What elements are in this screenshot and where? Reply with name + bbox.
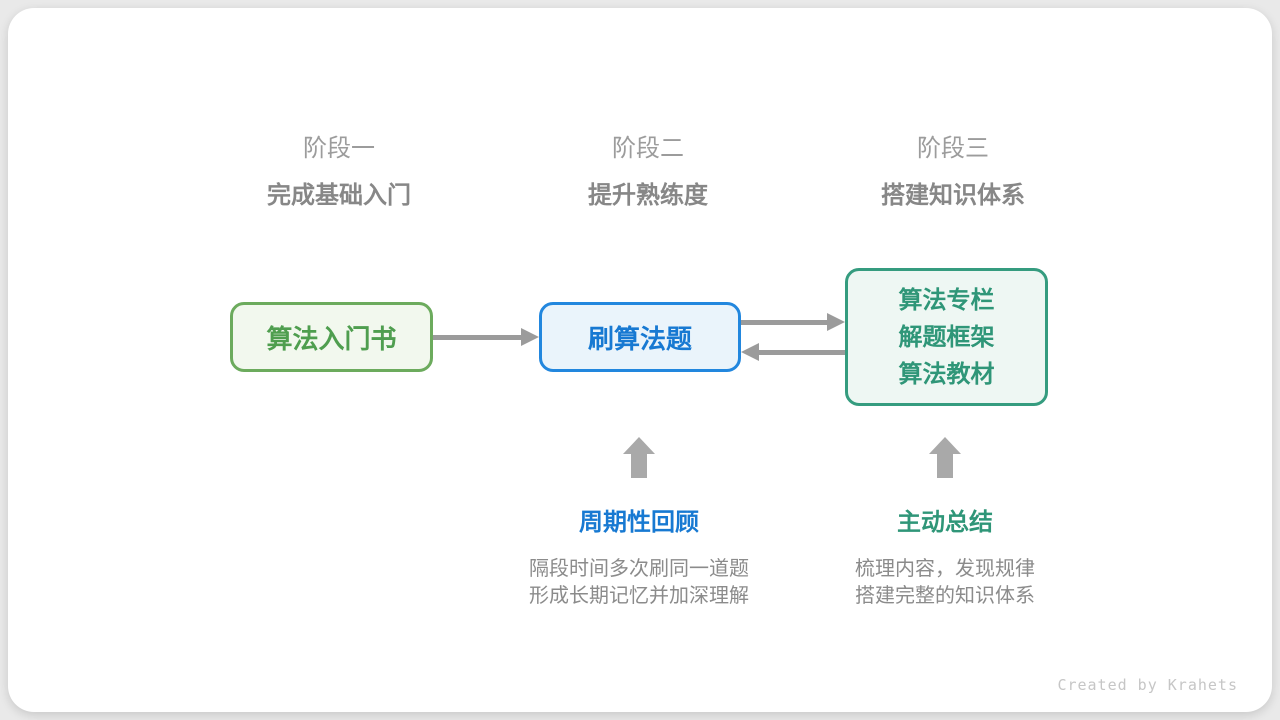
arrow-book-to-practice xyxy=(433,328,539,346)
node-resources-line3: 算法教材 xyxy=(898,360,995,388)
stage3-label: 阶段三 xyxy=(917,135,989,162)
annotation-summary-desc-line2: 搭建完整的知识体系 xyxy=(855,585,1035,607)
annotation-summary-desc: 梳理内容，发现规律 搭建完整的知识体系 xyxy=(775,556,1115,610)
node-resources: 算法专栏 解题框架 算法教材 xyxy=(845,268,1048,406)
annotation-summary-desc-line1: 梳理内容，发现规律 xyxy=(855,558,1035,580)
arrow-head-right-icon xyxy=(521,328,539,346)
arrow-practice-to-resources xyxy=(741,313,845,331)
stage2-label: 阶段二 xyxy=(612,135,684,162)
arrow-resources-to-practice xyxy=(741,343,845,361)
stage3-title: 搭建知识体系 xyxy=(881,182,1025,209)
diagram-card: 阶段一 完成基础入门 阶段二 提升熟练度 阶段三 搭建知识体系 算法入门书 刷算… xyxy=(8,8,1272,712)
arrow-shaft xyxy=(741,319,827,325)
credit-text: Created by Krahets xyxy=(1057,676,1238,694)
node-practice-label: 刷算法题 xyxy=(587,323,692,354)
annotation-summary-title: 主动总结 xyxy=(897,509,993,536)
arrow-shaft xyxy=(433,334,521,340)
annotation-review-title: 周期性回顾 xyxy=(579,509,699,536)
arrow-head-right-icon xyxy=(827,313,845,331)
stage2-title: 提升熟练度 xyxy=(588,182,708,209)
up-arrow-review-icon xyxy=(623,437,655,478)
arrow-head-left-icon xyxy=(741,343,759,361)
stage1-label: 阶段一 xyxy=(303,135,375,162)
node-intro-book: 算法入门书 xyxy=(230,302,433,372)
annotation-review-desc-line1: 隔段时间多次刷同一道题 xyxy=(529,558,749,580)
annotation-review-desc-line2: 形成长期记忆并加深理解 xyxy=(529,585,749,607)
stage1-title: 完成基础入门 xyxy=(267,182,411,209)
up-arrow-summary-icon xyxy=(929,437,961,478)
node-practice: 刷算法题 xyxy=(539,302,741,372)
node-intro-book-label: 算法入门书 xyxy=(266,323,397,354)
node-resources-line2: 解题框架 xyxy=(898,323,995,351)
arrow-shaft xyxy=(759,349,845,355)
node-resources-line1: 算法专栏 xyxy=(898,286,995,314)
annotation-review-desc: 隔段时间多次刷同一道题 形成长期记忆并加深理解 xyxy=(469,556,809,610)
